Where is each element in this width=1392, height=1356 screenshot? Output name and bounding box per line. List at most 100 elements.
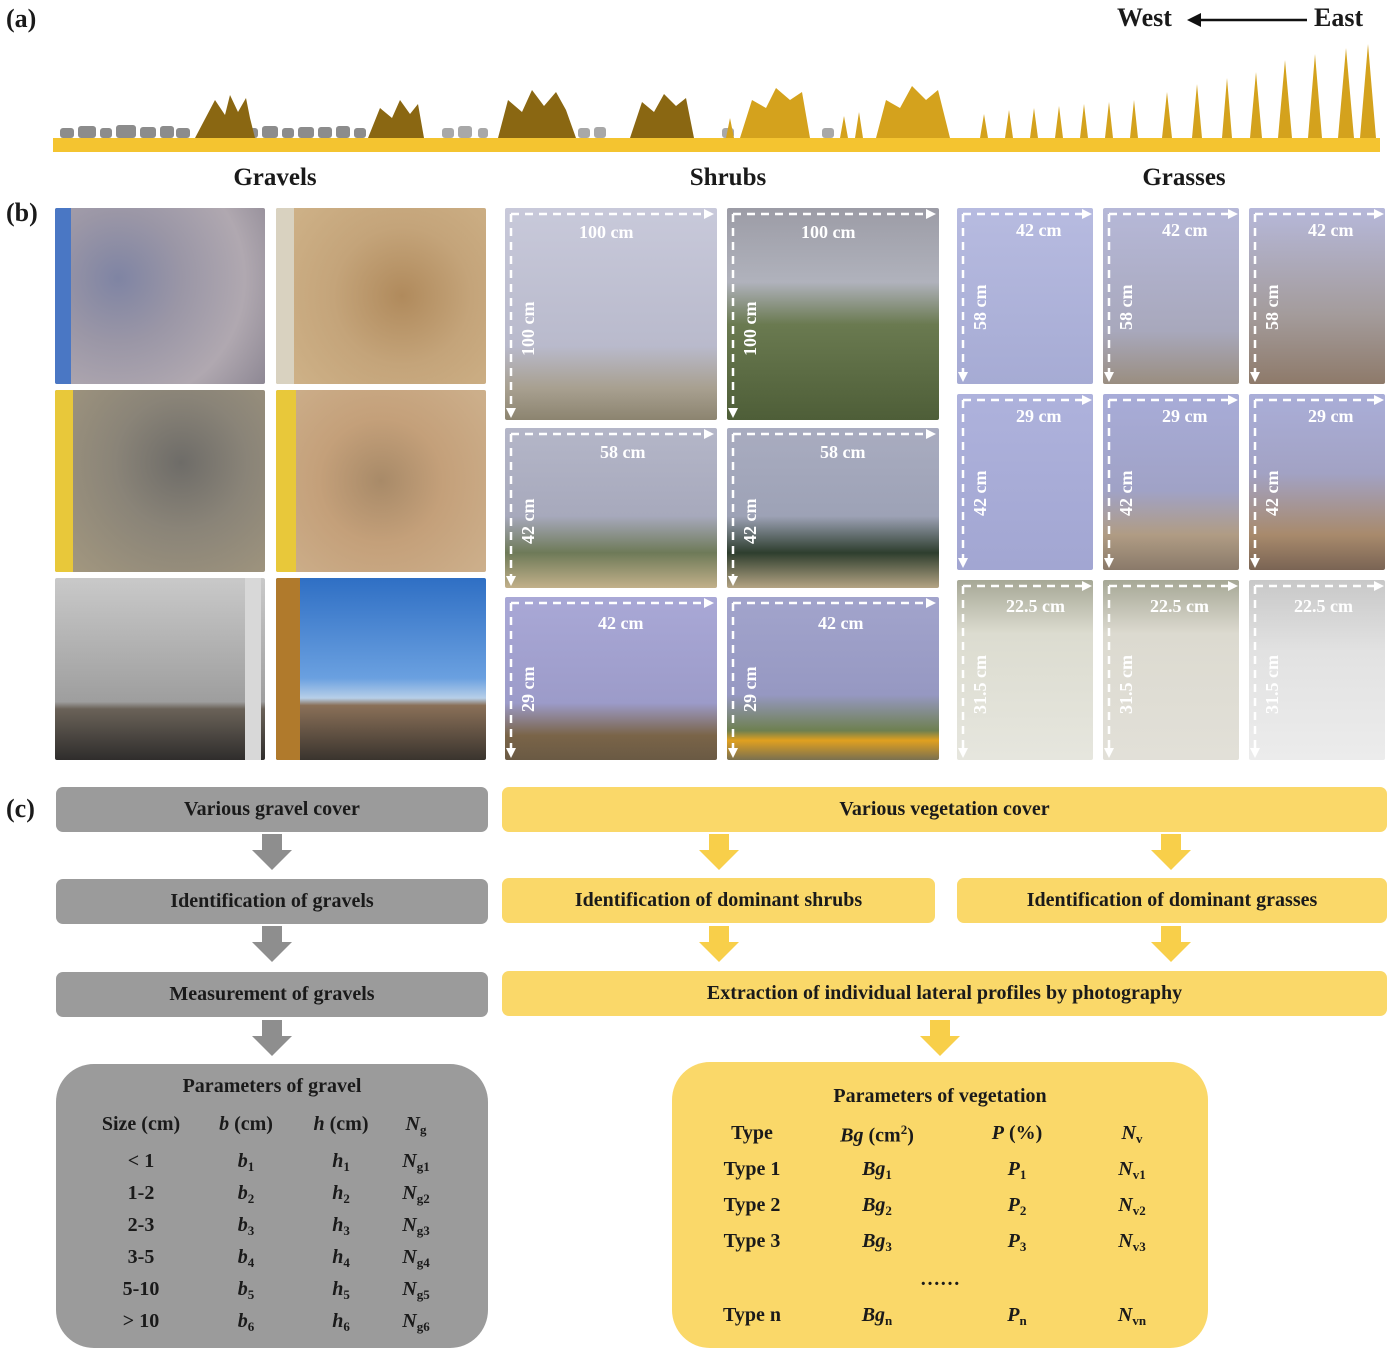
- veg-row-bg: Bg1: [862, 1158, 892, 1182]
- box-identification-of-dominant-grasses: Identification of dominant grasses: [957, 878, 1387, 923]
- gravel-row-b: b3: [237, 1214, 255, 1238]
- gravel-photo-1: [55, 208, 265, 384]
- gravel-row-n: Ng5: [402, 1278, 430, 1302]
- gravel-row-h: h4: [332, 1246, 350, 1270]
- grass-3-width: 42 cm: [1308, 220, 1354, 240]
- ruler: [276, 208, 294, 384]
- grass-5-height: 42 cm: [1116, 470, 1136, 516]
- gravel-row-b: b2: [237, 1182, 255, 1206]
- grass-photo-9: [1249, 580, 1385, 760]
- veg-row-bg: Bg3: [862, 1230, 892, 1254]
- shrub-photo-4: [727, 428, 939, 588]
- veg-row-last-type: Type n: [723, 1304, 781, 1326]
- shrub-1-height: 100 cm: [518, 301, 538, 356]
- grass-photo-3: [1249, 208, 1385, 384]
- grass-5-width: 29 cm: [1162, 406, 1208, 426]
- panel-c-label: (c): [6, 794, 35, 823]
- veg-ellipsis: ……: [920, 1268, 960, 1290]
- gravel-photo-2: [276, 208, 486, 384]
- gravel-row-n: Ng6: [402, 1310, 430, 1334]
- shrub-photo-6: [727, 597, 939, 760]
- veg-header-n: Nv: [1121, 1122, 1143, 1146]
- grass-1-width: 42 cm: [1016, 220, 1062, 240]
- grass-8-width: 22.5 cm: [1150, 596, 1209, 616]
- gravel-row-b: b5: [237, 1278, 255, 1302]
- gravel-photo-4: [276, 390, 486, 572]
- shrub-photo-3: [505, 428, 717, 588]
- veg-header-bg: Bg (cm2): [840, 1122, 914, 1147]
- gravel-row-size: 5-10: [122, 1278, 160, 1300]
- gravel-header-b: b (cm): [219, 1113, 273, 1135]
- shrub-3-height: 42 cm: [518, 498, 538, 544]
- gravel-photo-6: [276, 578, 486, 760]
- grass-photo-8: [1103, 580, 1239, 760]
- grass-8-height: 31.5 cm: [1116, 655, 1136, 714]
- grass-9-width: 22.5 cm: [1294, 596, 1353, 616]
- grass-tufts: [726, 44, 1376, 138]
- ruler: [55, 390, 73, 572]
- gravel-row-b: b6: [237, 1310, 255, 1334]
- gravel-row-b: b4: [237, 1246, 255, 1270]
- shrub-6-height: 29 cm: [740, 666, 760, 712]
- veg-row-type: Type 1: [723, 1158, 781, 1180]
- veg-table-title: Parameters of vegetation: [833, 1085, 1047, 1107]
- gravel-row-size: < 1: [127, 1150, 155, 1172]
- grass-9-height: 31.5 cm: [1262, 655, 1282, 714]
- box-various-gravel-cover: Various gravel cover: [56, 787, 488, 832]
- panel-a-label: (a): [6, 4, 37, 33]
- gravel-photo-5: [55, 578, 265, 760]
- ruler: [55, 208, 71, 384]
- panel-b-label: (b): [6, 198, 38, 227]
- grass-4-height: 42 cm: [970, 470, 990, 516]
- veg-row-last-p: Pn: [1007, 1304, 1027, 1328]
- shrub-3-width: 58 cm: [600, 442, 646, 462]
- shrub-5-height: 29 cm: [518, 666, 538, 712]
- shrub-1-width: 100 cm: [579, 222, 634, 242]
- grass-7-height: 31.5 cm: [970, 655, 990, 714]
- box-identification-of-gravels: Identification of gravels: [56, 879, 488, 924]
- gravel-row-size: > 10: [122, 1310, 160, 1332]
- veg-row-n: Nv3: [1118, 1230, 1146, 1254]
- shrubs-light: [740, 86, 950, 138]
- gravel-row-b: b1: [237, 1150, 255, 1174]
- grass-photo-5: [1103, 394, 1239, 570]
- ruler: [276, 390, 296, 572]
- section-title-grasses: Grasses: [1142, 164, 1226, 191]
- shrub-4-width: 58 cm: [820, 442, 866, 462]
- veg-row-type: Type 2: [723, 1194, 781, 1216]
- shrub-5-width: 42 cm: [598, 613, 644, 633]
- shrub-2-width: 100 cm: [801, 222, 856, 242]
- veg-row-p: P3: [1007, 1230, 1027, 1254]
- shrub-2-height: 100 cm: [740, 301, 760, 356]
- gravel-table-title: Parameters of gravel: [182, 1075, 362, 1097]
- shrub-photo-2: [727, 208, 939, 420]
- veg-row-p: P1: [1007, 1158, 1027, 1182]
- gravel-header-h: h (cm): [313, 1113, 369, 1135]
- grass-photo-2: [1103, 208, 1239, 384]
- dimension-arrows: [0, 0, 1392, 770]
- veg-row-n: Nv2: [1118, 1194, 1146, 1218]
- grass-3-height: 58 cm: [1262, 284, 1282, 330]
- gravel-row-n: Ng1: [402, 1150, 430, 1174]
- gravel-parameters-table: Parameters of gravel Size (cm) b (cm) h …: [56, 1064, 488, 1348]
- gravel-row-h: h5: [332, 1278, 350, 1302]
- veg-header-type: Type: [731, 1122, 773, 1144]
- shrub-photo-5: [505, 597, 717, 760]
- ground-strip: [53, 138, 1380, 152]
- shrub-6-width: 42 cm: [818, 613, 864, 633]
- shrub-4-height: 42 cm: [740, 498, 760, 544]
- veg-row-n: Nv1: [1118, 1158, 1146, 1182]
- section-title-shrubs: Shrubs: [689, 164, 767, 191]
- box-measurement-of-gravels: Measurement of gravels: [56, 972, 488, 1017]
- gravel-header-n: Ng: [405, 1113, 427, 1137]
- gravel-row-size: 3-5: [127, 1246, 155, 1268]
- veg-row-last-bg: Bgn: [861, 1304, 893, 1328]
- grass-photo-6: [1249, 394, 1385, 570]
- gravel-row-h: h1: [332, 1150, 350, 1174]
- veg-row-last-n: Nvn: [1117, 1304, 1147, 1328]
- veg-row-p: P2: [1007, 1194, 1027, 1218]
- grass-1-height: 58 cm: [970, 284, 990, 330]
- west-label: West: [1117, 3, 1172, 32]
- ruler: [245, 578, 261, 760]
- veg-header-p: P (%): [991, 1122, 1043, 1144]
